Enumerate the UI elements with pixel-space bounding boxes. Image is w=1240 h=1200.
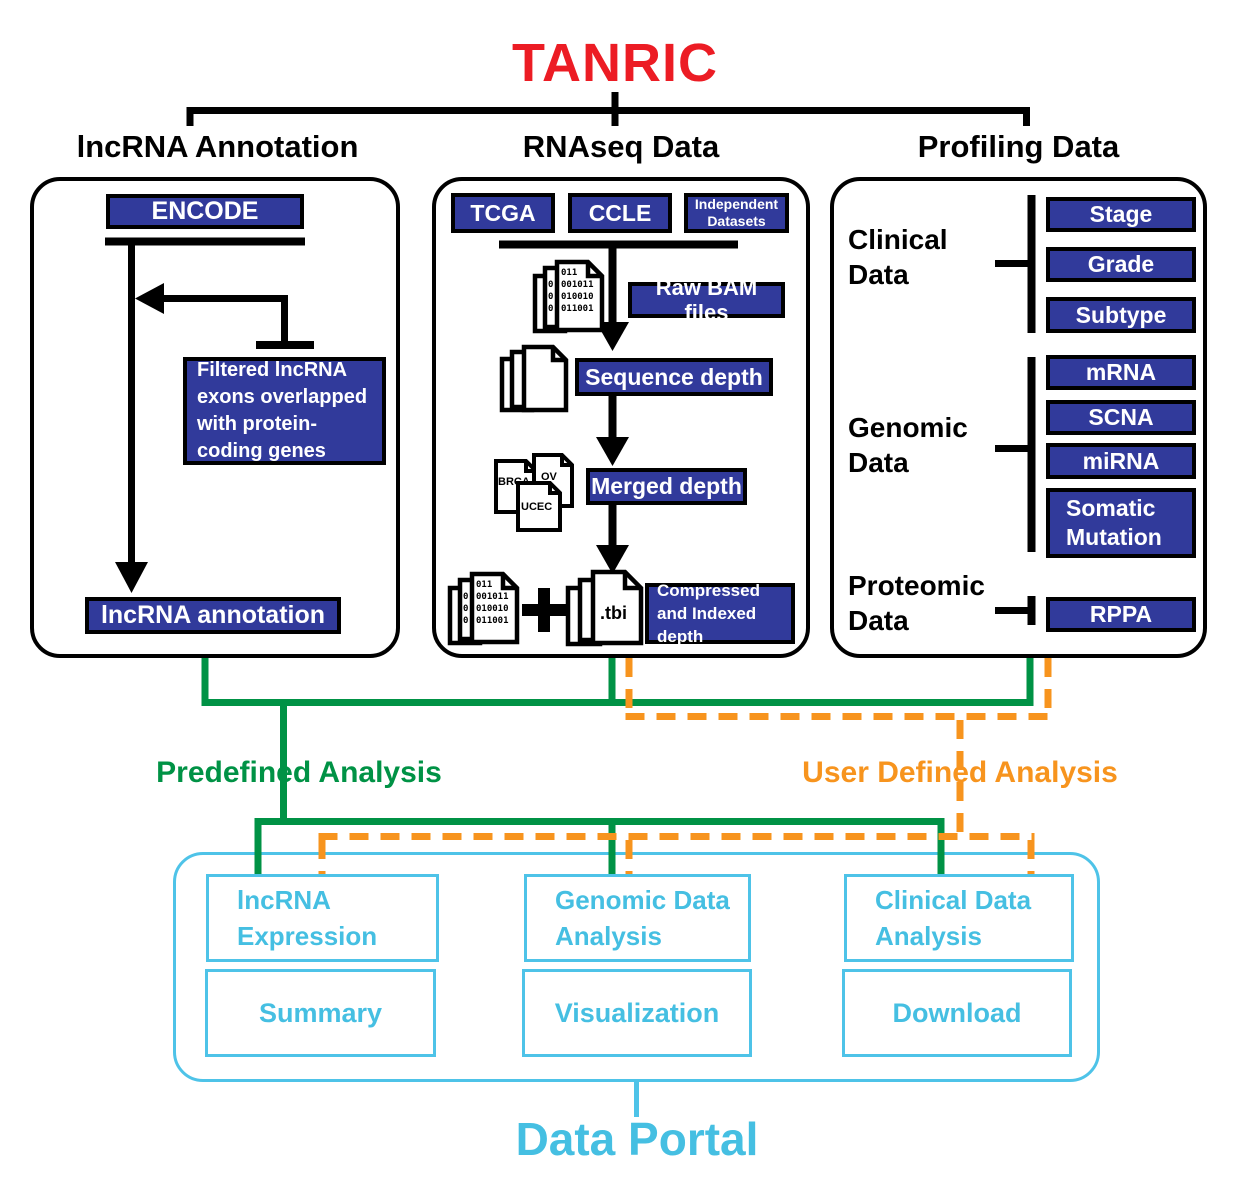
- visualization-box: Visualization: [522, 969, 752, 1057]
- grade-box: Grade: [1046, 247, 1196, 282]
- left-arrowhead-icon: [135, 283, 164, 314]
- predefined-flow-lines: [201, 658, 1034, 874]
- genomic-data-analysis-box: Genomic Data Analysis: [524, 874, 751, 962]
- svg-text:011: 011: [476, 580, 492, 590]
- independent-datasets-box: Independent Datasets: [684, 193, 789, 233]
- svg-text:001011: 001011: [561, 280, 594, 290]
- filtered-lncrna-box: Filtered lncRNA exons overlapped with pr…: [183, 357, 386, 465]
- plus-icon: [522, 588, 566, 632]
- raw-bam-files-box: Raw BAM files: [628, 275, 785, 325]
- data-portal-title: Data Portal: [515, 1113, 759, 1165]
- svg-text:UCEC: UCEC: [521, 501, 552, 513]
- proteomic-data-label: Proteomic Data: [848, 570, 985, 636]
- svg-text:011: 011: [561, 268, 577, 278]
- mirna-box: miRNA: [1046, 443, 1196, 479]
- svg-text:BRCA: BRCA: [498, 476, 530, 488]
- svg-text:0: 0: [548, 292, 553, 302]
- ccle-box: CCLE: [568, 193, 672, 233]
- predefined-analysis-label: Predefined Analysis: [156, 756, 442, 789]
- svg-text:010010: 010010: [561, 292, 594, 302]
- svg-text:011001: 011001: [561, 304, 594, 314]
- user-defined-analysis-label: User Defined Analysis: [802, 756, 1118, 789]
- svg-text:0: 0: [463, 604, 468, 614]
- blank-files-icon: [499, 344, 569, 413]
- somatic-mutation-box: Somatic Mutation: [1046, 488, 1196, 558]
- svg-text:011001: 011001: [476, 616, 509, 626]
- tcga-box: TCGA: [451, 193, 555, 233]
- cancer-type-files-icon: BRCA OV UCEC: [494, 453, 574, 532]
- lncrna-annotation-box: lncRNA annotation: [85, 597, 341, 634]
- stage-box: Stage: [1046, 197, 1196, 232]
- down-arrowhead-icon: [115, 562, 148, 593]
- down-arrowhead-icon: [596, 437, 629, 466]
- svg-text:001011: 001011: [476, 592, 509, 602]
- merged-depth-box: Merged depth: [586, 468, 747, 505]
- encode-box: ENCODE: [106, 194, 304, 229]
- rppa-box: RPPA: [1046, 597, 1196, 632]
- lncrna-expression-box: lncRNA Expression: [206, 874, 439, 962]
- rnaseq-header: RNAseq Data: [522, 129, 720, 164]
- profiling-header: Profiling Data: [917, 129, 1120, 164]
- svg-text:0: 0: [463, 616, 468, 626]
- binary-files-icon: 0 0 0 011 001011 010010 011001: [447, 571, 520, 646]
- svg-text:0: 0: [548, 280, 553, 290]
- download-box: Download: [842, 969, 1072, 1057]
- scna-box: SCNA: [1046, 400, 1196, 435]
- diagram-title: TANRIC: [512, 33, 718, 93]
- down-arrowhead-icon: [596, 545, 629, 574]
- clinical-data-analysis-box: Clinical Data Analysis: [844, 874, 1074, 962]
- title-bracket-lines: [186, 92, 1030, 126]
- svg-text:010010: 010010: [476, 604, 509, 614]
- annotation-flow-connector: [105, 237, 314, 593]
- mrna-box: mRNA: [1046, 355, 1196, 390]
- tbi-files-icon: .tbi: [565, 569, 644, 647]
- annotation-header: lncRNA Annotation: [76, 129, 359, 164]
- profiling-brackets: [995, 195, 1036, 625]
- binary-files-icon: 0 0 0 011 001011 010010 011001: [532, 259, 605, 334]
- sequence-depth-box: Sequence depth: [575, 358, 773, 396]
- clinical-data-label: Clinical Data: [848, 224, 948, 290]
- subtype-box: Subtype: [1046, 297, 1196, 333]
- svg-text:0: 0: [548, 304, 553, 314]
- genomic-data-label: Genomic Data: [848, 412, 968, 478]
- user-defined-flow-lines: [318, 658, 1052, 874]
- svg-text:0: 0: [463, 592, 468, 602]
- compressed-indexed-depth-box: Compressed and Indexed depth: [645, 581, 795, 646]
- svg-text:OV: OV: [541, 471, 558, 483]
- summary-box: Summary: [205, 969, 436, 1057]
- svg-text:.tbi: .tbi: [600, 603, 627, 623]
